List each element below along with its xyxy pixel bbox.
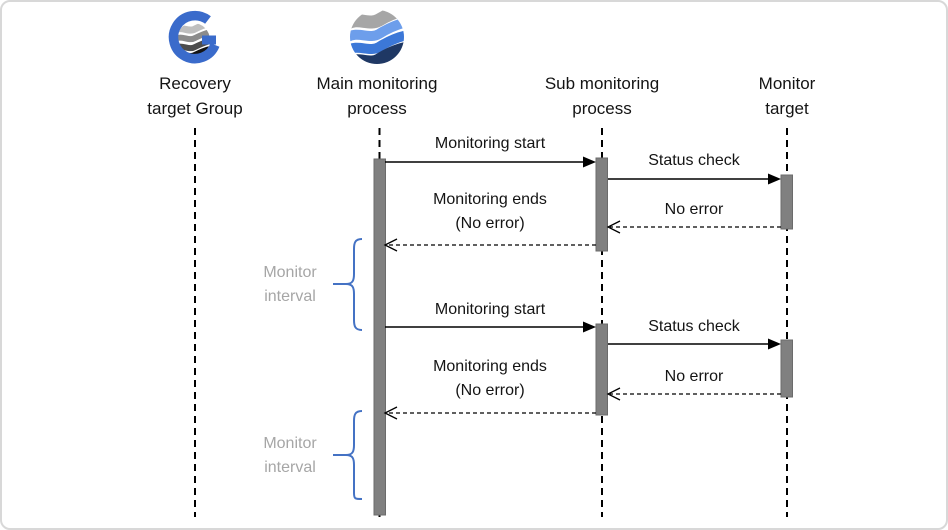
activation-bar-target-1 — [780, 174, 793, 230]
arrow-no-error-1 — [606, 220, 781, 234]
lifeline-header-line: target Group — [147, 99, 243, 118]
monitor-interval-line: interval — [264, 459, 316, 476]
lifeline-header-line: process — [572, 99, 632, 118]
message-label-line: (No error) — [455, 382, 525, 399]
message-label-monitoring-ends-1: Monitoring ends (No error) — [433, 188, 547, 236]
arrow-monitoring-start-1 — [385, 156, 596, 168]
lifeline-header-line: Recovery — [159, 74, 231, 93]
arrow-monitoring-start-2 — [385, 321, 596, 333]
lifeline-header-main-monitoring-process: Main monitoring process — [317, 71, 438, 121]
activation-bar-sub-2 — [595, 323, 608, 416]
arrow-no-error-2 — [606, 387, 781, 401]
message-label-monitoring-start-2: Monitoring start — [434, 301, 546, 318]
interval-brace-1 — [333, 238, 363, 331]
activation-bar-sub-1 — [595, 157, 608, 252]
message-label-line: (No error) — [455, 215, 525, 232]
wave-sphere-icon — [348, 7, 406, 70]
arrow-monitoring-ends-2 — [383, 406, 596, 420]
arrow-monitoring-ends-1 — [383, 238, 596, 252]
message-label-monitoring-start-1: Monitoring start — [434, 135, 546, 152]
lifeline-header-line: Sub monitoring — [544, 74, 660, 93]
activation-bar-target-2 — [780, 339, 793, 398]
globe-g-icon — [167, 9, 223, 70]
lifeline-header-line: process — [347, 99, 407, 118]
monitor-interval-label-1: Monitor interval — [263, 261, 316, 309]
message-label-no-error-2: No error — [664, 368, 724, 385]
message-label-no-error-1: No error — [664, 201, 724, 218]
message-label-status-check-1: Status check — [648, 152, 740, 169]
message-label-monitoring-ends-2: Monitoring ends (No error) — [433, 355, 547, 403]
lifeline-header-sub-monitoring-process: Sub monitoring process — [545, 71, 659, 121]
monitor-interval-line: interval — [264, 288, 316, 305]
interval-brace-2 — [333, 410, 363, 500]
arrow-status-check-2 — [608, 338, 781, 350]
message-label-status-check-2: Status check — [648, 318, 740, 335]
lifeline-header-line: Main monitoring — [316, 74, 438, 93]
arrow-status-check-1 — [608, 173, 781, 185]
lifeline-header-line: target — [765, 99, 809, 118]
message-label-line: Monitoring ends — [433, 191, 547, 208]
activation-bar-main — [373, 158, 386, 516]
message-label-line: Monitoring ends — [433, 358, 547, 375]
lifeline-header-monitor-target: Monitor target — [759, 71, 816, 121]
monitor-interval-label-2: Monitor interval — [263, 432, 316, 480]
lifeline-header-recovery-target-group: Recovery target Group — [147, 71, 242, 121]
lifeline-header-line: Monitor — [758, 74, 816, 93]
monitor-interval-line: Monitor — [263, 264, 317, 281]
monitor-interval-line: Monitor — [263, 435, 317, 452]
